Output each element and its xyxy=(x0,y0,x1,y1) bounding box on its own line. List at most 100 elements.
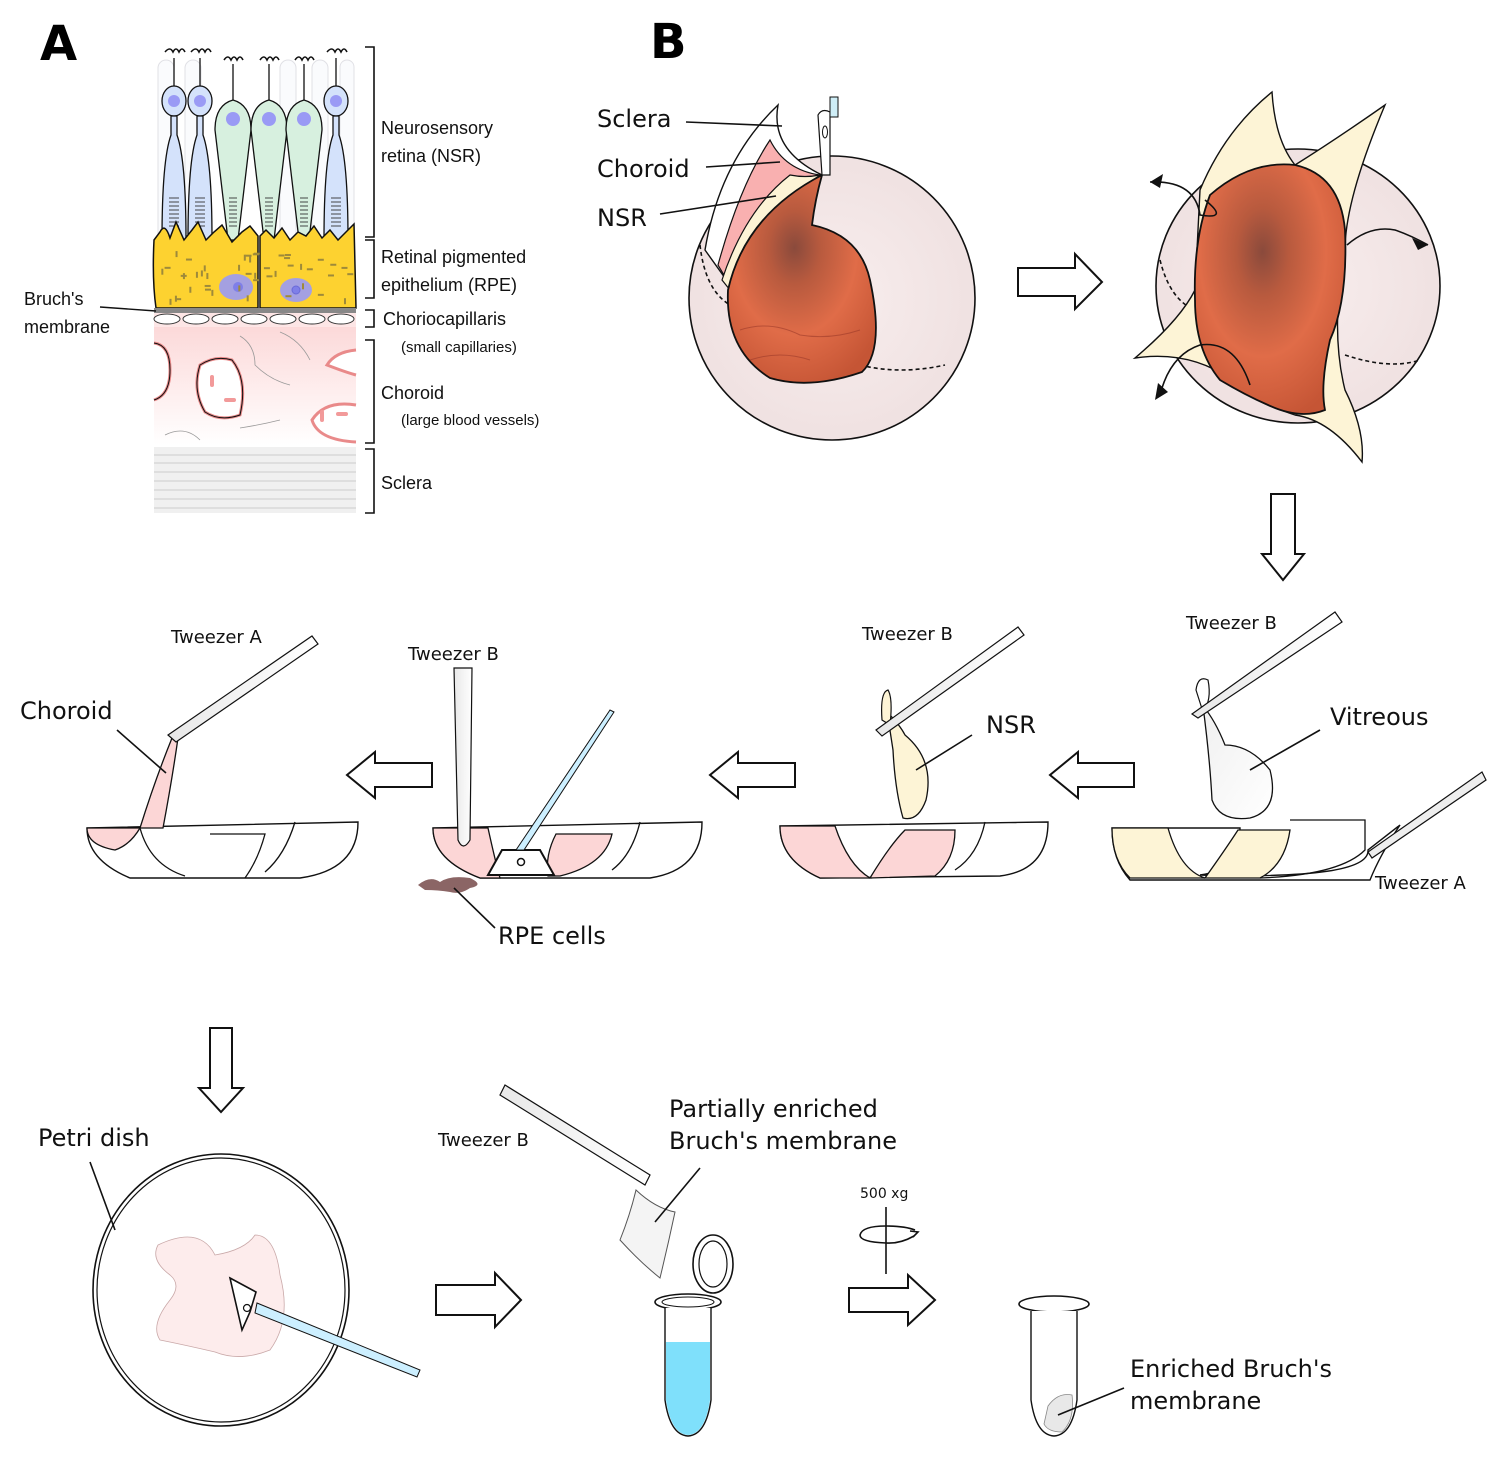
pigment-granule xyxy=(180,274,187,277)
pigment-granule xyxy=(238,264,241,271)
sclera-layer xyxy=(154,447,356,513)
pigment-granule xyxy=(254,272,257,279)
pigment-granule xyxy=(200,270,203,277)
pigment-granule xyxy=(204,288,211,291)
enriched-label-line1: Enriched Bruch's xyxy=(1130,1355,1332,1383)
pigment-granule xyxy=(253,279,260,282)
step-arrow-right xyxy=(1017,251,1104,312)
vitreous-step-tweezer-a-label: Tweezer A xyxy=(1374,873,1467,894)
step-arrow-left-2 xyxy=(708,749,796,801)
choroid-label: Choroid xyxy=(381,383,444,403)
step-arrow-down-1 xyxy=(1259,493,1307,582)
panel-label-a: A xyxy=(40,16,77,72)
pigment-granule xyxy=(204,284,211,287)
eye-globe-flaps-open xyxy=(1132,90,1441,464)
bruchs-membrane-band xyxy=(154,308,356,313)
pigment-granule xyxy=(284,257,291,260)
petri-dish xyxy=(89,1153,421,1427)
vitreous-label: Vitreous xyxy=(1330,703,1428,731)
tweezer-b-icon xyxy=(875,626,1025,737)
pigment-granule xyxy=(252,253,259,256)
step-rpe-removal xyxy=(418,667,703,929)
sclera-label: Sclera xyxy=(381,473,433,493)
vitreous-step-tweezer-b-label: Tweezer B xyxy=(1185,613,1277,634)
pigment-granule xyxy=(343,298,346,305)
tweezer-b-icon xyxy=(453,667,473,847)
tweezer-a-icon xyxy=(167,635,319,743)
pigment-granule xyxy=(266,275,273,278)
choroid-step-label: Choroid xyxy=(20,697,113,725)
eye-globe-incision xyxy=(688,96,976,441)
rpe-label-line1: Retinal pigmented xyxy=(381,247,526,267)
pigment-granule xyxy=(287,264,294,267)
rpe-step-tweezer-b-label: Tweezer B xyxy=(407,644,499,665)
rpe-label-line2: epithelium (RPE) xyxy=(381,275,517,295)
pigment-granule xyxy=(203,265,206,272)
photoreceptor-cells xyxy=(157,48,355,241)
enriched-label-line2: membrane xyxy=(1130,1387,1261,1415)
pigment-granule xyxy=(245,254,252,257)
bruchs-label-line1: Bruch's xyxy=(24,289,83,309)
panel-label-b: B xyxy=(650,14,687,70)
cone-cell xyxy=(214,56,252,241)
pigment-granule xyxy=(306,268,313,271)
choroid-layer xyxy=(153,327,357,445)
result-tube xyxy=(1018,1295,1125,1437)
step-arrow-right-2 xyxy=(435,1270,523,1330)
pigment-granule xyxy=(185,258,192,261)
petri-dish-label: Petri dish xyxy=(38,1124,150,1152)
scalpel-icon xyxy=(254,1302,421,1378)
nsr-label-line1: Neurosensory xyxy=(381,118,493,138)
layer-brackets xyxy=(365,46,375,514)
pigment-granule xyxy=(347,273,354,276)
pigment-granule xyxy=(317,258,324,261)
pigment-granule xyxy=(161,268,164,275)
pigment-granule xyxy=(189,286,192,293)
pigment-granule xyxy=(175,298,182,301)
pigment-granule xyxy=(206,273,209,280)
eye-choroid-label: Choroid xyxy=(597,155,690,183)
pigment-granule xyxy=(284,253,291,256)
pigment-granule xyxy=(300,263,303,270)
step-arrow-left-3 xyxy=(345,749,433,801)
pigment-granule xyxy=(211,289,214,296)
pigment-granule xyxy=(246,295,249,302)
capillary xyxy=(153,313,181,325)
pigment-granule xyxy=(263,267,270,270)
pigment-granule xyxy=(164,266,171,269)
cone-cell xyxy=(285,56,323,241)
centrifuge-speed-label: 500 xg xyxy=(860,1186,908,1202)
capillary xyxy=(269,313,297,325)
centrifuge-step xyxy=(848,1207,937,1328)
tweezer-a-icon xyxy=(1367,771,1487,859)
partially-enriched-label-line1: Partially enriched xyxy=(669,1095,878,1123)
pigment-granule xyxy=(327,274,334,277)
capillary xyxy=(327,313,355,325)
bruchs-leader-line xyxy=(99,306,157,312)
nsr-step-tweezer-b-label: Tweezer B xyxy=(861,624,953,645)
capillary xyxy=(211,313,239,325)
nsr-step-label: NSR xyxy=(986,711,1036,739)
choroid-leader-line xyxy=(705,161,781,168)
choroid-step-tweezer-a-label: Tweezer A xyxy=(170,627,263,648)
capillary xyxy=(182,313,210,325)
nsr-leader-line xyxy=(659,195,777,215)
tweezer-b-icon xyxy=(1190,611,1343,719)
rod-cell xyxy=(161,48,187,241)
capillary xyxy=(240,313,268,325)
eye-sclera-label: Sclera xyxy=(597,105,671,133)
pigment-granule xyxy=(175,251,178,258)
choriocapillaris-layer xyxy=(153,313,356,327)
step-choroid-removal xyxy=(86,635,359,879)
retina-layer-diagram: Neurosensory retina (NSR) Retinal pigmen… xyxy=(24,46,539,514)
sclera-leader-line xyxy=(685,121,783,127)
pigment-granule xyxy=(285,295,292,298)
capillary xyxy=(298,313,326,325)
rpe-cells-label: RPE cells xyxy=(498,922,606,950)
pigment-granule xyxy=(341,266,348,269)
pigment-granule xyxy=(317,293,324,296)
pigment-granule xyxy=(274,270,277,277)
pigment-granule xyxy=(238,285,241,292)
choroid-sublabel: (large blood vessels) xyxy=(401,412,539,429)
pigment-granule xyxy=(249,256,252,263)
